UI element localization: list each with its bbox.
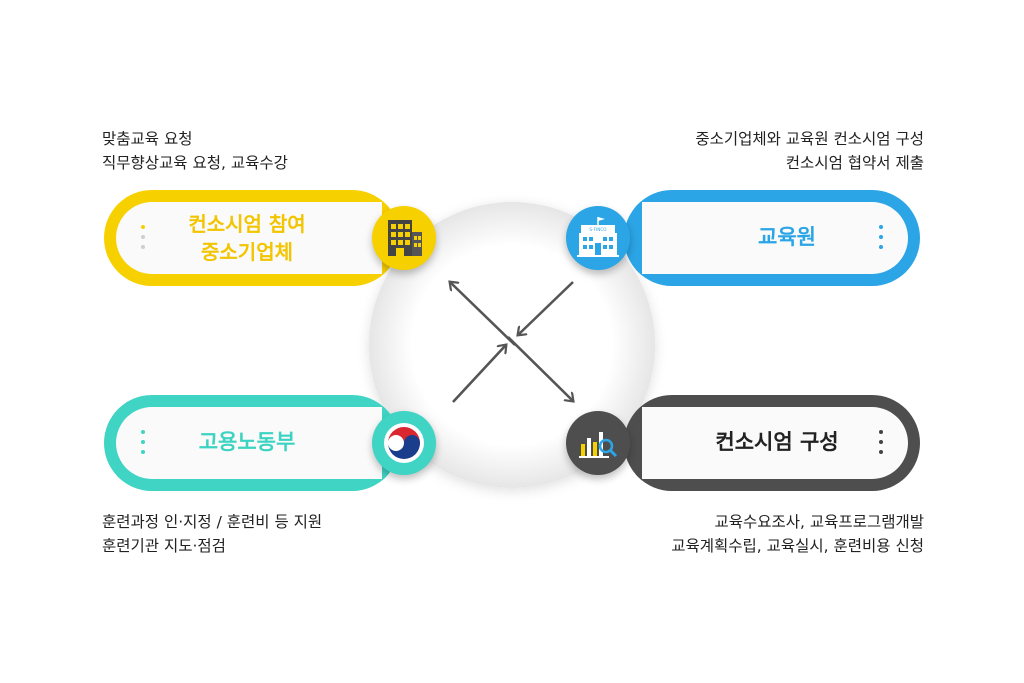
caption-line: 교육계획수립, 교육실시, 훈련비용 신청 <box>671 537 924 555</box>
node-edu-label: 교육원 <box>758 225 816 249</box>
node-consortium-label: 컨소시엄 구성 <box>715 430 839 454</box>
caption-bottom-left: 훈련과정 인·지정 / 훈련비 등 지원 훈련기관 지도·점검 <box>102 510 322 558</box>
caption-top-left: 맞춤교육 요청 직무향상교육 요청, 교육수강 <box>102 127 288 175</box>
caption-line: 중소기업체와 교육원 컨소시엄 구성 <box>695 130 924 148</box>
node-sme-shape <box>104 190 400 286</box>
node-consortium[interactable]: 컨소시엄 구성 <box>566 393 922 493</box>
node-sme-line1: 컨소시엄 참여 <box>188 212 306 236</box>
school-sign: S-FINCO <box>589 227 607 232</box>
caption-line: 직무향상교육 요청, 교육수강 <box>102 154 288 172</box>
node-sme-dots <box>140 225 146 255</box>
arrow-from-edu <box>519 281 574 334</box>
node-ministry-shape <box>104 395 400 491</box>
caption-line: 컨소시엄 협약서 제출 <box>785 154 924 172</box>
government-emblem-icon <box>372 411 436 475</box>
arrow-to-sme <box>451 283 516 346</box>
node-ministry-dots <box>140 430 146 460</box>
node-consortium-dots <box>878 430 884 460</box>
arrow-from-ministry <box>452 346 505 403</box>
school-icon: S-FINCO <box>566 206 630 270</box>
caption-line: 맞춤교육 요청 <box>102 130 193 148</box>
caption-line: 훈련기관 지도·점검 <box>102 537 226 555</box>
chart-search-icon <box>566 411 630 475</box>
node-sme-label: 컨소시엄 참여 중소기업체 <box>162 210 332 266</box>
node-consortium-shape <box>624 395 920 491</box>
node-edu-shape <box>624 190 920 286</box>
building-icon <box>372 206 436 270</box>
node-ministry-label: 고용노동부 <box>198 430 296 454</box>
caption-line: 훈련과정 인·지정 / 훈련비 등 지원 <box>102 513 323 531</box>
node-edu-dots <box>878 225 884 255</box>
node-sme-line2: 중소기업체 <box>201 240 293 264</box>
node-edu[interactable]: S-FINCO 교육원 <box>566 188 922 288</box>
caption-bottom-right: 교육수요조사, 교육프로그램개발 교육계획수립, 교육실시, 훈련비용 신청 <box>671 510 924 558</box>
node-sme[interactable]: 컨소시엄 참여 중소기업체 <box>102 188 436 288</box>
node-ministry[interactable]: 고용노동부 <box>102 393 436 493</box>
caption-top-right: 중소기업체와 교육원 컨소시엄 구성 컨소시엄 협약서 제출 <box>695 127 924 175</box>
caption-line: 교육수요조사, 교육프로그램개발 <box>714 513 925 531</box>
arrow-to-consortium <box>507 336 572 400</box>
